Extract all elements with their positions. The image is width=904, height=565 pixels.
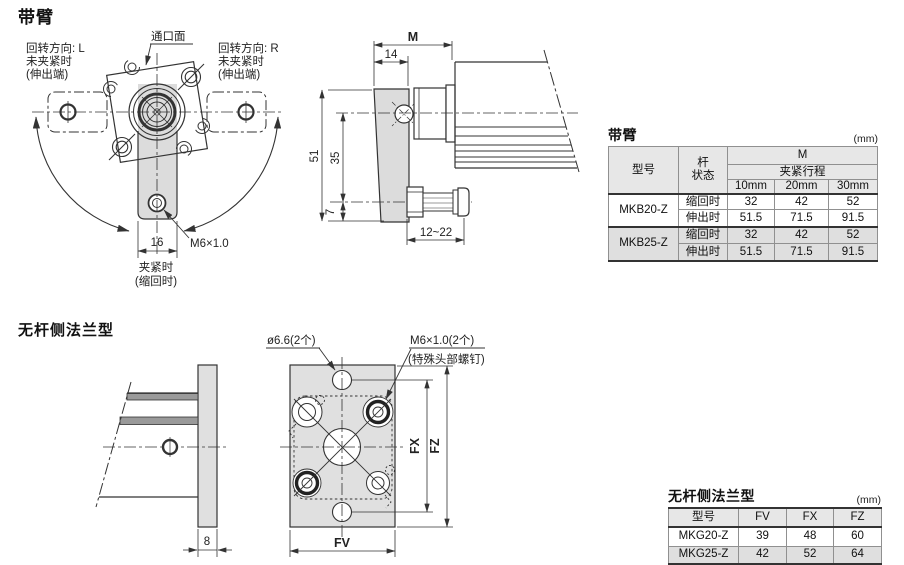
arm-rotation-view-drawing: 通口面 回转方向: L 未夹紧时 (伸出端) 回转方向: R 未夹紧时 (伸出端… [26, 30, 283, 288]
col-header-rod-state: 杆 状态 [678, 145, 728, 195]
value-cell: 32 [727, 193, 775, 211]
flange-spec-table: 无杆侧法兰型 (mm) 型号 FV FX FZ MKG20-Z 39 48 60… [668, 486, 882, 565]
model-cell: MKB20-Z [608, 193, 679, 228]
dim-35: 35 [330, 152, 342, 165]
extended-right-label: (伸出端) [218, 67, 260, 81]
section-heading-with-arm: 带臂 [18, 8, 54, 27]
flange-table-unit: (mm) [856, 494, 882, 506]
rotation-left-label: 回转方向: L [26, 41, 85, 55]
dim-12-22: 12~22 [420, 227, 452, 239]
unclamped-right-label: 未夹紧时 [218, 55, 264, 68]
section-heading-flange: 无杆侧法兰型 [18, 322, 115, 339]
flange-front-view-drawing: ø6.6(2个) M6×1.0(2个) (特殊头部螺钉) FX FZ FV [266, 334, 485, 557]
model-cell: MKG25-Z [668, 545, 739, 565]
retracted-label: (缩回时) [135, 274, 177, 288]
col-header-m: M [727, 146, 878, 165]
value-cell: 52 [828, 193, 878, 211]
dim-fv: FV [334, 536, 351, 550]
dim-16: 16 [151, 237, 164, 249]
clamped-label: 夹紧时 [139, 261, 174, 274]
col-header-fv: FV [738, 507, 787, 528]
col-header-fx: FX [786, 507, 834, 528]
col-header-fz: FZ [833, 507, 882, 528]
state-cell: 伸出时 [678, 243, 728, 262]
with-arm-table-title: 带臂 [608, 127, 637, 143]
col-header-20mm: 20mm [774, 178, 829, 195]
dim-7: 7 [325, 209, 337, 215]
table-row: 伸出时 51.5 71.5 91.5 [609, 243, 878, 262]
value-cell: 39 [738, 526, 787, 547]
col-header-model: 型号 [668, 507, 739, 528]
with-arm-spec-table: 带臂 (mm) 型号 杆 状态 M 夹紧行程 10mm 20mm 30mm MK… [608, 125, 878, 262]
value-cell: 51.5 [727, 243, 775, 262]
model-cell: MKG20-Z [668, 526, 739, 547]
dim-14: 14 [385, 49, 398, 61]
value-cell: 91.5 [828, 209, 878, 228]
state-cell: 缩回时 [678, 226, 728, 245]
value-cell: 48 [786, 526, 834, 547]
unclamped-left-label: 未夹紧时 [26, 55, 72, 68]
thread-m6-label: M6×1.0 [190, 238, 229, 250]
value-cell: 51.5 [727, 209, 775, 228]
col-header-model: 型号 [608, 145, 679, 195]
value-cell: 42 [774, 193, 829, 211]
value-cell: 42 [738, 545, 787, 565]
col-header-clamp-stroke: 夹紧行程 [727, 164, 878, 180]
col-header-10mm: 10mm [727, 178, 775, 195]
with-arm-table-unit: (mm) [853, 133, 879, 145]
dim-8: 8 [204, 536, 210, 548]
rotation-right-label: 回转方向: R [218, 41, 279, 55]
table-row: MKB20-Z 缩回时 32 42 52 [608, 193, 878, 228]
table-row: MKG25-Z 42 52 64 [668, 545, 882, 565]
hole-dia-label: ø6.6(2个) [267, 334, 316, 347]
dim-fx: FX [408, 437, 422, 454]
value-cell: 52 [828, 226, 878, 245]
value-cell: 71.5 [774, 209, 829, 228]
value-cell: 52 [786, 545, 834, 565]
port-face-label: 通口面 [151, 30, 186, 43]
table-row: MKG20-Z 39 48 60 [668, 526, 882, 547]
arm-side-view-drawing: M 14 51 35 7 12~22 [309, 30, 580, 245]
table-row: MKB25-Z 缩回时 32 42 52 [608, 226, 878, 262]
value-cell: 71.5 [774, 243, 829, 262]
table-row: 伸出时 51.5 71.5 91.5 [609, 209, 878, 228]
value-cell: 32 [727, 226, 775, 245]
value-cell: 42 [774, 226, 829, 245]
thread-note-label: (特殊头部螺钉) [408, 352, 485, 366]
flange-table-title: 无杆侧法兰型 [668, 488, 755, 504]
model-cell: MKB25-Z [608, 226, 679, 262]
dim-51: 51 [309, 150, 321, 163]
dim-m: M [408, 30, 418, 44]
state-cell: 缩回时 [678, 193, 728, 211]
flange-side-view-drawing: 8 [95, 364, 232, 557]
dim-fz: FZ [428, 438, 442, 454]
value-cell: 91.5 [828, 243, 878, 262]
state-cell: 伸出时 [678, 209, 728, 228]
thread-label: M6×1.0(2个) [410, 334, 474, 347]
value-cell: 60 [833, 526, 882, 547]
col-header-30mm: 30mm [828, 178, 878, 195]
extended-left-label: (伸出端) [26, 67, 68, 81]
value-cell: 64 [833, 545, 882, 565]
